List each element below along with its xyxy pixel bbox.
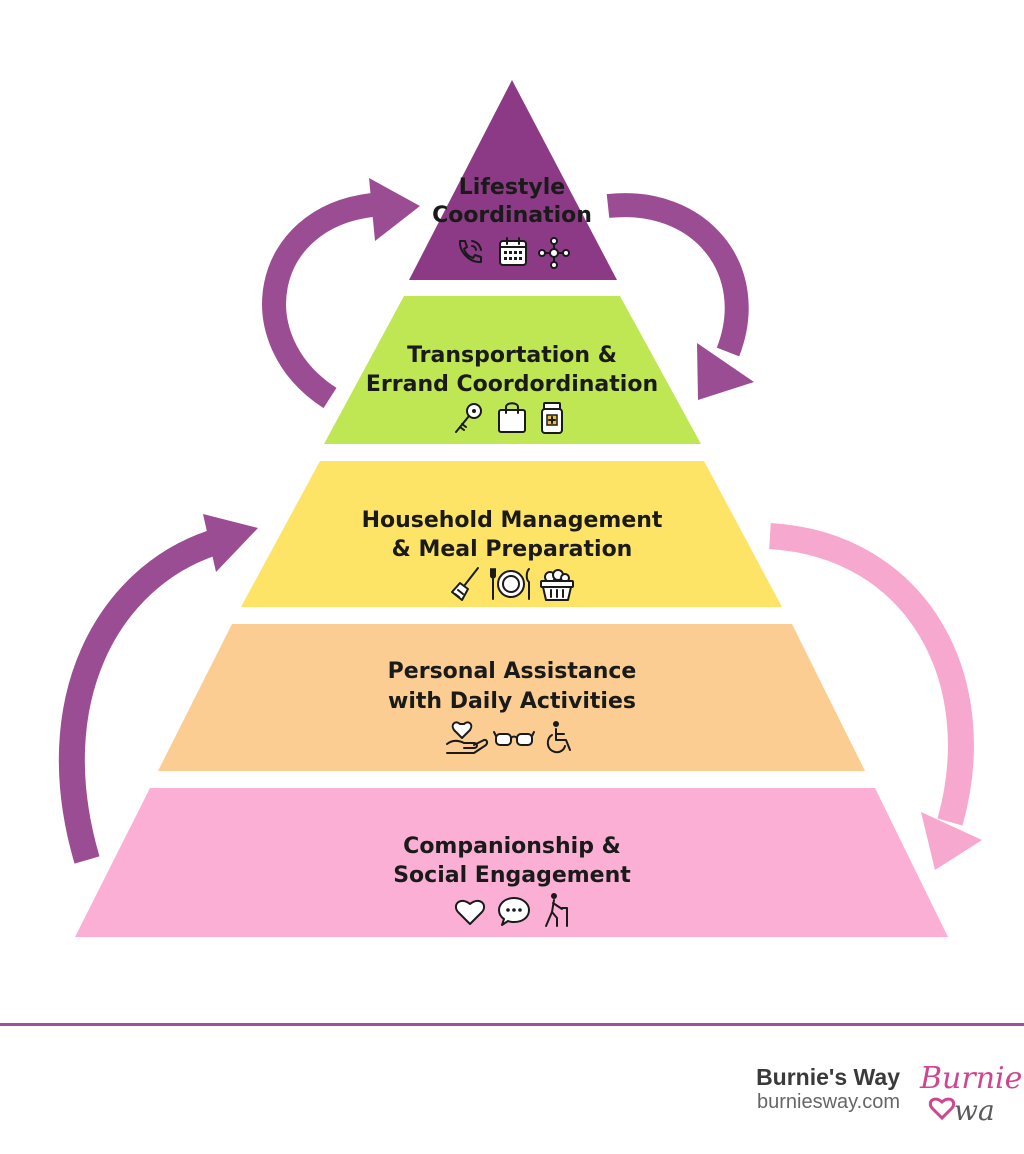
network-icon <box>538 237 570 269</box>
logo-heart-icon <box>928 1097 956 1121</box>
tier-4-title-line2: with Daily Activities <box>388 689 636 714</box>
caring-hand-icon <box>446 721 489 754</box>
plate-cutlery-icon <box>490 568 530 600</box>
pill-jar-icon <box>541 402 563 434</box>
heart-icon <box>454 899 486 925</box>
tier-2-title-line2: Errand Coordordination <box>366 372 658 397</box>
footer-divider <box>0 1023 1024 1026</box>
tier-3-title-line1: Household Management <box>362 508 663 533</box>
chat-bubble-icon <box>498 897 530 926</box>
key-icon <box>455 403 482 433</box>
logo-lettering-bottom: wa <box>954 1094 995 1127</box>
tier-3-title-line2: & Meal Preparation <box>392 537 633 562</box>
cycle-arrow-right <box>769 523 982 870</box>
shopping-bag-icon <box>498 402 526 433</box>
cycle-arrow-top-right <box>606 193 754 400</box>
walking-cane-icon <box>545 893 568 927</box>
tier-5-shape <box>75 788 948 937</box>
tier-1-title-line1: Lifestyle <box>459 175 565 200</box>
phone-icon <box>458 240 482 264</box>
tier-5-title-line1: Companionship & <box>403 834 621 859</box>
logo-lettering-top: Burnie <box>919 1061 1022 1096</box>
calendar-icon <box>499 237 527 266</box>
cycle-arrow-left <box>58 514 258 864</box>
tier-5-title-line2: Social Engagement <box>393 863 631 888</box>
broom-icon <box>451 567 479 601</box>
glasses-icon <box>493 731 535 746</box>
brand-logo: Burnie wa <box>919 1061 1022 1127</box>
laundry-basket-icon <box>540 569 574 601</box>
tier-2-shape <box>324 296 701 444</box>
tier-4-shape <box>158 624 865 771</box>
tier-3-shape <box>241 461 782 607</box>
tier-4-title-line1: Personal Assistance <box>388 659 637 684</box>
wheelchair-icon <box>546 721 571 754</box>
cycle-arrow-top-left <box>262 178 420 409</box>
tier-1-title-line2: Coordination <box>432 203 592 228</box>
brand-url[interactable]: burniesway.com <box>756 1091 900 1113</box>
brand-name: Burnie's Way <box>756 1064 900 1090</box>
tier-1-shape <box>409 80 617 280</box>
tier-2-title-line1: Transportation & <box>407 343 617 368</box>
